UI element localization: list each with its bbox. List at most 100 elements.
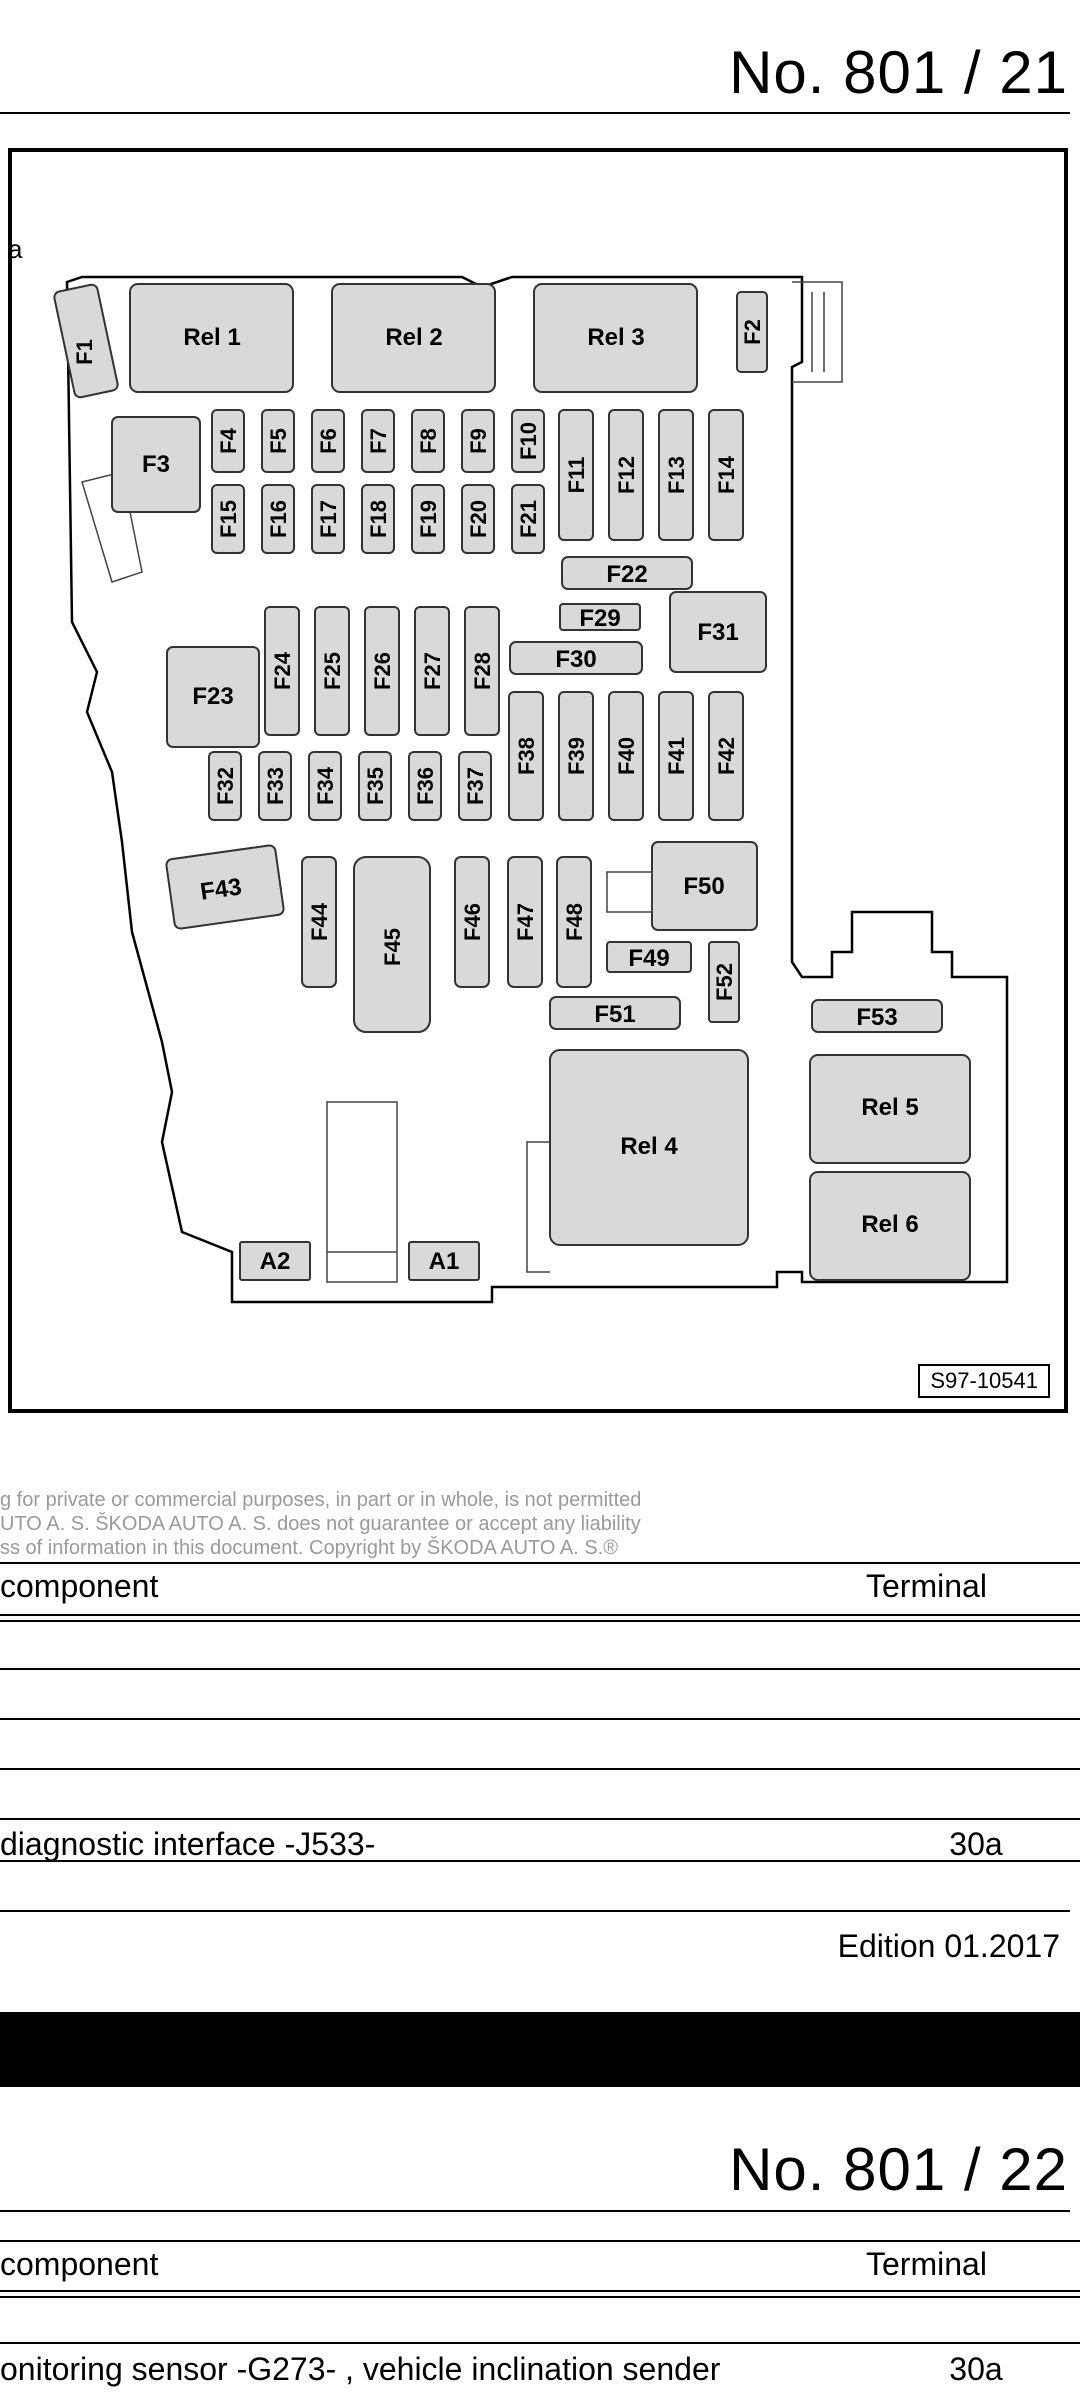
fuse-f36: F36 xyxy=(408,751,442,821)
relay-rel3: Rel 3 xyxy=(533,283,698,393)
fuse-f44: F44 xyxy=(301,856,337,988)
svg-text:F2: F2 xyxy=(740,319,765,345)
fuse-f33: F33 xyxy=(258,751,292,821)
fuse-box-drawing: .box{fill:#d9d9d9;stroke:#333;stroke-wid… xyxy=(53,275,1009,1304)
svg-text:F42: F42 xyxy=(714,737,739,775)
fuse-f49: F49 xyxy=(606,941,692,973)
relay-rel2: Rel 2 xyxy=(331,283,496,393)
svg-text:F1: F1 xyxy=(72,339,97,365)
fuse-f30: F30 xyxy=(509,641,643,675)
copyright-line-2: UTO A. S. ŠKODA AUTO A. S. does not guar… xyxy=(0,1513,641,1535)
table-row-terminal: 30a xyxy=(949,2351,1003,2387)
column-header-component: component xyxy=(0,2246,159,2282)
component-table: component Terminal diagnostic interface … xyxy=(0,1562,1080,1862)
fuse-f1: F1 xyxy=(53,283,119,399)
relay-rel5: Rel 5 xyxy=(809,1054,971,1164)
fuse-f12: F12 xyxy=(608,409,644,541)
table-row-component: diagnostic interface -J533- xyxy=(0,1826,376,1862)
svg-text:F11: F11 xyxy=(564,457,589,494)
partial-label: a xyxy=(8,234,23,264)
svg-text:F49: F49 xyxy=(628,945,669,972)
fuse-f51: F51 xyxy=(549,996,681,1030)
fuse-f26: F26 xyxy=(364,606,400,736)
fuse-f8: F8 xyxy=(411,409,445,473)
column-header-terminal: Terminal xyxy=(866,1568,987,1604)
fuse-f28: F28 xyxy=(464,606,500,736)
svg-text:A2: A2 xyxy=(260,1248,291,1275)
svg-text:F23: F23 xyxy=(192,683,233,710)
fuse-f42: F42 xyxy=(708,691,744,821)
fuse-f40: F40 xyxy=(608,691,644,821)
svg-text:Rel 5: Rel 5 xyxy=(861,1094,918,1121)
svg-text:F44: F44 xyxy=(307,902,332,941)
svg-text:F39: F39 xyxy=(564,737,589,775)
fuse-f53: F53 xyxy=(811,999,943,1033)
fuse-f2: F2 xyxy=(736,291,768,373)
fuse-f18: F18 xyxy=(361,484,395,554)
fuse-f6: F6 xyxy=(311,409,345,473)
svg-text:F25: F25 xyxy=(320,652,345,690)
page-number-2: No. 801 / 22 xyxy=(729,2136,1068,2203)
svg-text:F41: F41 xyxy=(664,737,689,775)
fuse-f27: F27 xyxy=(414,606,450,736)
svg-text:F14: F14 xyxy=(714,455,739,494)
relay-rel4: Rel 4 xyxy=(549,1049,749,1246)
svg-text:F50: F50 xyxy=(683,873,724,900)
copyright-line-1: g for private or commercial purposes, in… xyxy=(0,1489,642,1511)
fuse-f52: F52 xyxy=(708,941,740,1023)
svg-text:F12: F12 xyxy=(614,456,639,494)
fuse-f11: F11 xyxy=(558,409,594,541)
svg-text:F27: F27 xyxy=(420,652,445,690)
svg-text:F17: F17 xyxy=(316,500,341,538)
svg-text:F9: F9 xyxy=(466,428,491,454)
svg-text:F32: F32 xyxy=(213,767,238,805)
fuse-f22: F22 xyxy=(561,556,693,590)
fuse-f13: F13 xyxy=(658,409,694,541)
svg-text:F20: F20 xyxy=(466,500,491,538)
svg-text:F29: F29 xyxy=(579,605,620,632)
fuse-f39: F39 xyxy=(558,691,594,821)
fuse-f48: F48 xyxy=(556,856,592,988)
svg-text:Rel 2: Rel 2 xyxy=(385,324,442,351)
svg-text:F3: F3 xyxy=(142,451,170,478)
svg-text:F7: F7 xyxy=(366,428,391,454)
component-table-2: component Terminal onitoring sensor -G27… xyxy=(0,2240,1080,2400)
fuse-f19: F19 xyxy=(411,484,445,554)
fuse-f16: F16 xyxy=(261,484,295,554)
svg-text:F31: F31 xyxy=(697,619,738,646)
svg-text:F46: F46 xyxy=(460,903,485,941)
connector-a2: A2 xyxy=(239,1241,311,1281)
svg-text:Rel 6: Rel 6 xyxy=(861,1211,918,1238)
svg-text:F18: F18 xyxy=(366,500,391,538)
page-number: No. 801 / 21 xyxy=(729,39,1068,106)
svg-text:F52: F52 xyxy=(712,963,737,1001)
svg-text:F5: F5 xyxy=(266,428,291,454)
fuse-f15: F15 xyxy=(211,484,245,554)
fuse-f29: F29 xyxy=(559,603,641,632)
fuse-f7: F7 xyxy=(361,409,395,473)
svg-text:F30: F30 xyxy=(555,646,596,673)
svg-text:F40: F40 xyxy=(614,737,639,775)
fuse-f38: F38 xyxy=(508,691,544,821)
header-rule xyxy=(0,112,1070,114)
fuse-f35: F35 xyxy=(358,751,392,821)
svg-text:F51: F51 xyxy=(594,1001,635,1028)
svg-text:A1: A1 xyxy=(429,1248,460,1275)
fuse-f23: F23 xyxy=(166,646,260,748)
svg-text:F47: F47 xyxy=(513,903,538,941)
svg-text:F26: F26 xyxy=(370,652,395,690)
svg-text:F53: F53 xyxy=(856,1004,897,1031)
svg-text:F33: F33 xyxy=(263,767,288,805)
svg-text:F10: F10 xyxy=(516,422,541,460)
fuse-f46: F46 xyxy=(454,856,490,988)
svg-text:Rel 4: Rel 4 xyxy=(620,1133,678,1160)
svg-text:F22: F22 xyxy=(606,561,647,588)
fuse-f4: F4 xyxy=(211,409,245,473)
fuse-f5: F5 xyxy=(261,409,295,473)
svg-text:F43: F43 xyxy=(199,873,244,905)
svg-text:F38: F38 xyxy=(514,737,539,775)
fuse-f50: F50 xyxy=(651,841,758,931)
fuse-f43: F43 xyxy=(165,844,285,930)
fuse-f3: F3 xyxy=(111,416,201,513)
fuse-f21: F21 xyxy=(511,484,545,554)
